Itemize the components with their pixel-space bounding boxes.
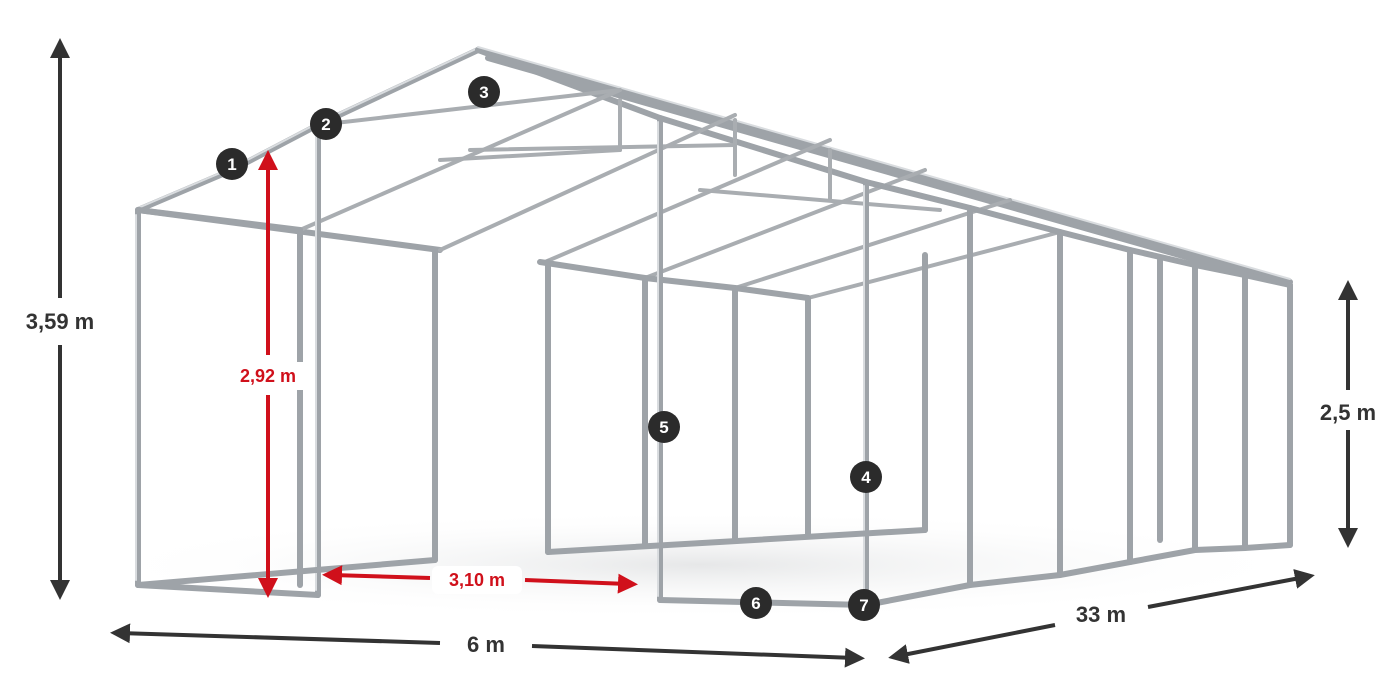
width-label: 6 m bbox=[467, 632, 505, 657]
door-width-label-bg bbox=[432, 566, 522, 594]
side-height-label: 2,5 m bbox=[1320, 400, 1376, 425]
total-height-label: 3,59 m bbox=[26, 309, 95, 334]
door-width-arrow bbox=[322, 565, 431, 586]
length-arrow-right bbox=[1147, 569, 1315, 609]
width-arrow bbox=[110, 623, 441, 645]
markers: 1 2 3 4 5 6 7 bbox=[216, 76, 882, 621]
svg-text:2: 2 bbox=[321, 115, 330, 134]
ridge bbox=[475, 46, 1293, 285]
back-uprights bbox=[545, 252, 928, 555]
marker-5: 5 bbox=[648, 411, 680, 443]
door-width-label: 3,10 m bbox=[449, 570, 505, 590]
front-uprights bbox=[135, 122, 438, 598]
marker-7: 7 bbox=[848, 589, 880, 621]
left-eave-front bbox=[135, 207, 303, 233]
marker-4: 4 bbox=[850, 461, 882, 493]
svg-text:5: 5 bbox=[659, 418, 668, 437]
ground-shadow bbox=[80, 510, 1320, 620]
side-uprights bbox=[657, 115, 1293, 608]
marker-1: 1 bbox=[216, 148, 248, 180]
door-width-arrow-right bbox=[524, 573, 638, 594]
svg-text:6: 6 bbox=[751, 594, 760, 613]
marker-6: 6 bbox=[740, 587, 772, 619]
svg-text:1: 1 bbox=[227, 155, 236, 174]
right-eave bbox=[863, 179, 1293, 288]
left-rafters bbox=[298, 88, 1062, 300]
svg-text:7: 7 bbox=[859, 596, 868, 615]
dimension-arrows: 3,59 m 2,5 m 2,92 m 3,10 m 6 m 33 m bbox=[26, 38, 1376, 668]
inner-height-label-bg bbox=[228, 362, 310, 390]
marker-2: 2 bbox=[310, 108, 342, 140]
length-label: 33 m bbox=[1076, 602, 1126, 627]
svg-text:3: 3 bbox=[479, 83, 488, 102]
inner-height-label: 2,92 m bbox=[240, 366, 296, 386]
length-arrow bbox=[888, 623, 1056, 664]
base-rails bbox=[135, 527, 1293, 608]
left-eave-back bbox=[537, 259, 811, 301]
svg-text:4: 4 bbox=[861, 468, 871, 487]
marker-3: 3 bbox=[468, 76, 500, 108]
width-arrow-right bbox=[531, 644, 865, 668]
tent-frame bbox=[135, 46, 1293, 608]
